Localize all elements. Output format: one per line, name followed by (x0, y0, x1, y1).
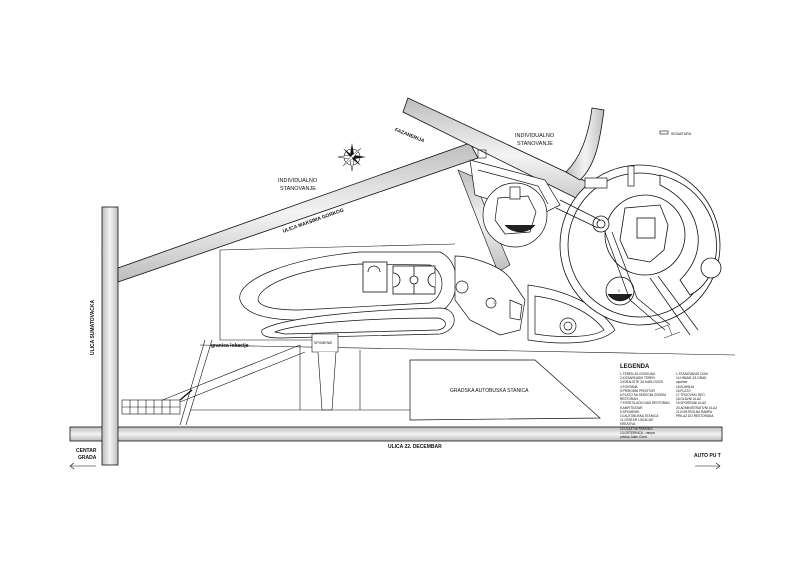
circular-complex (559, 164, 722, 326)
label-auto-put: AUTO PU T (694, 453, 721, 459)
upper-building (469, 159, 561, 248)
radial-paths (555, 199, 699, 336)
label-centar-1: CENTAR (76, 448, 97, 454)
parking-area (121, 389, 193, 415)
spomenik-structure (311, 333, 339, 411)
label-ulica-sumatovacka: ULICA SUMATOVACKA (90, 299, 96, 355)
legend-item: KREATIVA (620, 422, 636, 427)
legend-item: 20.ADMINISTRATIVNI ULAZ (676, 405, 718, 410)
legend-item: 9.SPOMENIK (620, 409, 640, 414)
label-ulica-22: ULICA 22. DECEMBAR (388, 444, 442, 450)
label-individualno-left-2: STANOVANJE (280, 186, 316, 192)
legend-item: 14.HRANE ZA GRAD (676, 376, 707, 381)
scale-marker-icon (659, 130, 669, 135)
arrow-right-icon (695, 462, 721, 470)
legend-item: 4.FONTANA (620, 384, 638, 389)
road-ulica-22-decembar (69, 426, 723, 442)
label-marker: SIGNATURA (671, 132, 692, 136)
basketball-court (392, 265, 436, 295)
legend-item: 18.GLAVNI ULAZ (676, 397, 701, 402)
legend-item: 3.IGRALISTE ZA KARLOVICE (620, 380, 664, 385)
legend-item: 2.KOSARKASKI TEREN (620, 376, 655, 381)
legend-item: 7.POSETILACKI NAS RESTORAN (620, 401, 670, 406)
legend-item: 5.PRIRODNI PROSTOR (620, 388, 655, 393)
road-curve-top-right (565, 107, 605, 181)
small-building-right (584, 165, 635, 189)
legend-item: pristup Jalan Centr. (620, 435, 648, 440)
road-ulica-sumatovacka (101, 206, 119, 466)
park-oval-track (239, 251, 457, 339)
label-num-1: 1 (493, 301, 495, 305)
small-court (362, 261, 388, 293)
legend-item: 16.PLATO (676, 388, 691, 393)
lower-left-paths (149, 339, 410, 426)
legend-item: 11.CENTAR LOKACIJE (620, 418, 654, 423)
label-individualno-left-1: INDIVIDUALNO (278, 178, 318, 184)
legend-item: 15.KUHINJA (676, 384, 695, 389)
north-arrow-icon (337, 143, 366, 172)
legend-item: 21.KONTROLNA RAMPA (676, 409, 713, 414)
legend-item: 13.OSTERNICA - rampa (620, 430, 655, 435)
legend-item: 1.TEREN ZA GOSKUNU (620, 372, 656, 376)
legend-item: PRILAZ DO RESTORANA (676, 414, 714, 419)
label-spomenik: SPOMENIK (314, 341, 333, 345)
fazanerija-area (477, 149, 487, 159)
label-granica: granica lokacije (211, 343, 249, 349)
legend-item: 6.PLATO SA SEDECIM ZONOM (620, 393, 666, 398)
legend-item: RESTORAN (620, 397, 638, 402)
label-num-2: 2 (618, 289, 620, 293)
arrow-left-icon (69, 462, 96, 470)
mid-park-area (454, 255, 526, 336)
label-individualno-right-1: INDIVIDUALNO (515, 133, 555, 139)
legend-item: 12.ULAZ NA PARKING (620, 426, 653, 431)
legend-item: 10.AUTOBUSKA STANICA (620, 414, 659, 419)
label-individualno-right-2: STANOVANJE (517, 141, 553, 147)
amphitheatre-area (527, 284, 616, 344)
legend-item: 19.SPOREDNI ULAZ (676, 401, 707, 406)
steps-right (654, 324, 681, 339)
label-autobuska: GRADSKA AUTOBUSKA STANICA (450, 388, 529, 394)
bus-station (409, 359, 601, 421)
legend-title: LEGENDA (620, 364, 650, 370)
legend-item: 17.TRGOVSKI DEO (676, 393, 705, 398)
legend-item: 8.AMFITEATAR (620, 405, 643, 410)
label-centar-2: GRADA (78, 455, 97, 461)
legend-item: 1.STANOVANJE DOM (676, 372, 708, 376)
legend-item: uporiste (676, 380, 688, 385)
